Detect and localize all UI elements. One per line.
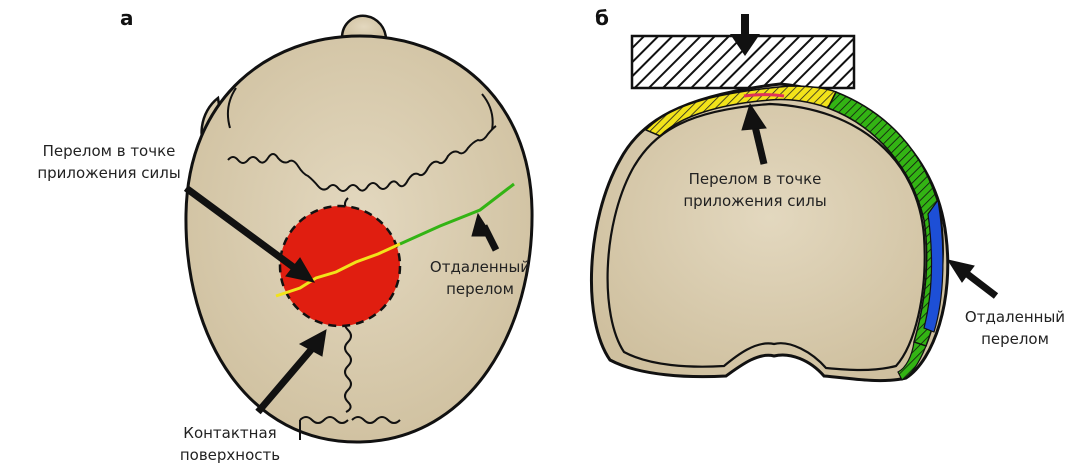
- remote-fracture-label-b: Отдаленный перелом: [950, 306, 1080, 350]
- impact-fracture-label-b-line1: Перелом в точке: [660, 168, 850, 190]
- remote-fracture-label-a-line1: Отдаленный: [410, 256, 550, 278]
- panel-letter-b: б: [595, 6, 609, 30]
- contact-surface-label: Контактная поверхность: [160, 422, 300, 466]
- remote-fracture-label-a-line2: перелом: [410, 278, 550, 300]
- remote-fracture-label-a: Отдаленный перелом: [410, 256, 550, 300]
- impact-fracture-label-a: Перелом в точке приложения силы: [14, 140, 204, 184]
- remote-fracture-label-b-line2: перелом: [950, 328, 1080, 350]
- contact-surface-label-line2: поверхность: [160, 444, 300, 466]
- panel-letter-a: а: [120, 6, 134, 30]
- contact-surface-label-line1: Контактная: [160, 422, 300, 444]
- impact-fracture-label-a-line2: приложения силы: [14, 162, 204, 184]
- impact-fracture-label-a-line1: Перелом в точке: [14, 140, 204, 162]
- impact-fracture-label-b-line2: приложения силы: [660, 190, 850, 212]
- impact-fracture-label-b: Перелом в точке приложения силы: [660, 168, 850, 212]
- remote-fracture-label-b-line1: Отдаленный: [950, 306, 1080, 328]
